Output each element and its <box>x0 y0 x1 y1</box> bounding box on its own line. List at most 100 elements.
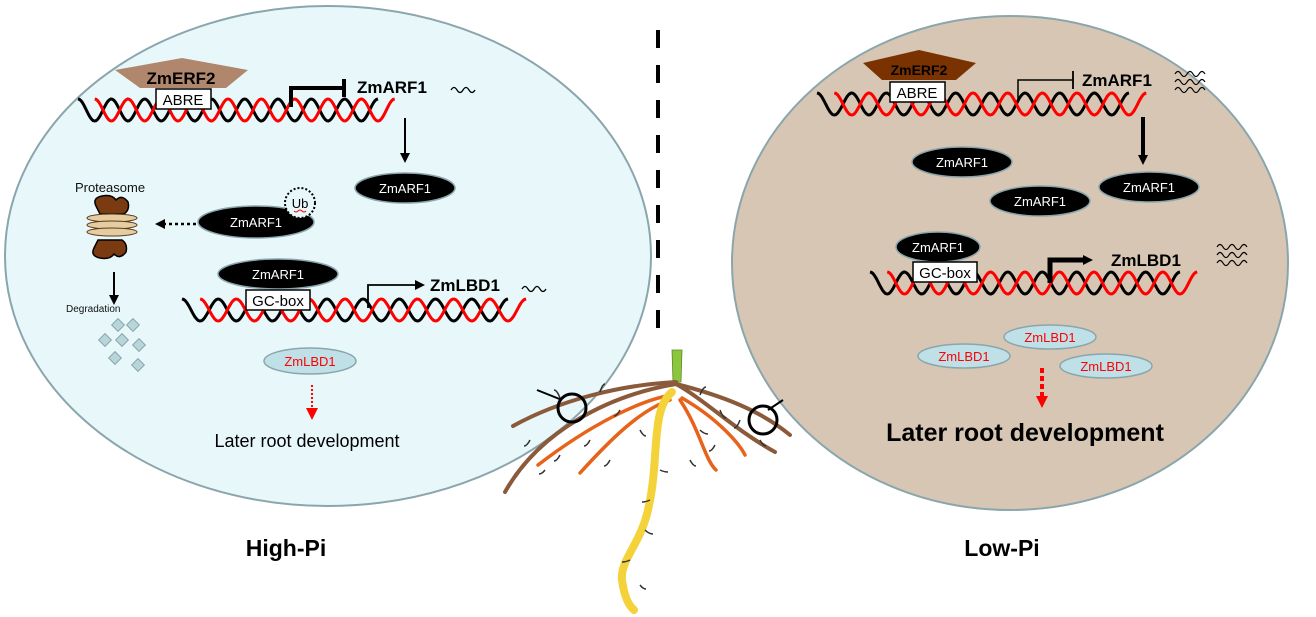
dna-strand-black <box>77 97 379 123</box>
lbd1-protein-label: ZmLBD1 <box>1024 330 1075 345</box>
high-expression-wave-icon <box>1216 243 1248 267</box>
condition-label-low-pi: Low-Pi <box>964 535 1039 561</box>
zoom-circle-left <box>556 392 588 424</box>
low-expression-wave-icon <box>521 285 547 293</box>
outcome-label: Later root development <box>214 431 399 451</box>
protein-fragment <box>131 337 147 353</box>
bound-arf1-protein: ZmARF1 <box>217 258 339 290</box>
protein-fragment <box>130 357 146 373</box>
protein-fragment <box>125 317 141 333</box>
dna-helix-arf1-promoter <box>77 97 396 123</box>
root-hair <box>644 529 654 535</box>
protein-fragment <box>110 317 126 333</box>
proteasome-label: Proteasome <box>75 180 145 195</box>
root-hair <box>659 469 669 473</box>
lbd1-protein: ZmLBD1 <box>917 343 1011 369</box>
erf2-label: ZmERF2 <box>147 69 216 88</box>
abre-label: ABRE <box>897 85 938 102</box>
dna-strand-red <box>199 297 527 323</box>
gcbox-element: GC-box <box>912 261 978 283</box>
proteasome-icon <box>86 194 138 260</box>
high-pi-cell <box>4 5 652 507</box>
zoom-circle-right <box>747 404 779 436</box>
root-hair <box>639 584 647 590</box>
repression-symbol <box>1017 71 1074 100</box>
root-hair <box>639 429 647 437</box>
arf1-gene-label: ZmARF1 <box>357 78 427 97</box>
root-hair <box>583 439 591 447</box>
root-hair <box>613 409 621 417</box>
bound-arf1-protein: ZmARF1 <box>895 231 981 263</box>
repression-symbol <box>289 79 346 107</box>
root-hair <box>553 389 561 399</box>
root-hair <box>538 469 546 475</box>
root-hair <box>733 419 741 429</box>
erf2-transcription-factor: ZmERF2 <box>115 58 248 88</box>
lbd1-gene-label: ZmLBD1 <box>1111 251 1181 270</box>
shoot <box>671 349 683 383</box>
arf1-protein: ZmARF1 <box>989 185 1091 217</box>
erf2-transcription-factor: ZmERF2 <box>863 50 976 80</box>
root-hair <box>759 439 767 447</box>
arf1-protein: ZmARF1 <box>354 172 456 204</box>
gcbox-label: GC-box <box>919 265 971 282</box>
dna-strand-red <box>833 91 1147 117</box>
arf1-gene-label: ZmARF1 <box>1082 71 1152 90</box>
arf1-protein-label: ZmARF1 <box>936 155 988 170</box>
dna-strand-black <box>816 91 1130 117</box>
erf2-label: ZmERF2 <box>891 62 948 78</box>
root-hair <box>621 559 631 563</box>
arf1-protein: ZmARF1 <box>911 146 1013 178</box>
root-hair <box>699 386 707 396</box>
gcbox-element: GC-box <box>245 289 311 311</box>
root-hair <box>699 429 709 435</box>
activation-arrow <box>367 280 425 308</box>
arf1-protein-label: ZmARF1 <box>379 181 431 196</box>
ub-label: Ub <box>292 196 309 211</box>
root-hair <box>603 459 611 467</box>
condition-label-high-pi: High-Pi <box>246 535 327 561</box>
high-expression-wave-icon <box>1174 70 1206 94</box>
dna-strand-red <box>886 270 1198 296</box>
gcbox-label: GC-box <box>252 293 304 310</box>
lbd1-protein-label: ZmLBD1 <box>1080 359 1131 374</box>
lbd1-protein: ZmLBD1 <box>1059 353 1153 379</box>
low-expression-wave-icon <box>450 86 476 94</box>
maize-root-system <box>503 349 792 614</box>
protein-fragment <box>97 332 113 348</box>
low-pi-cell <box>731 15 1289 511</box>
ubiquitinated-arf1-protein: ZmARF1 Ub <box>197 187 316 239</box>
lbd1-protein: ZmLBD1 <box>1003 324 1097 350</box>
root-hairs <box>523 383 767 590</box>
lbd1-gene-label: ZmLBD1 <box>430 276 500 295</box>
ub-arf1-label: ZmARF1 <box>230 215 282 230</box>
degraded-fragments <box>97 317 147 373</box>
root-hair <box>641 499 651 503</box>
arf1-protein-label: ZmARF1 <box>1123 180 1175 195</box>
activation-arrow <box>1047 255 1093 283</box>
dna-strand-black <box>181 297 509 323</box>
low-pi-panel: ZmERF2 ABRE ZmARF1 ZmARF1 ZmARF1 ZmA <box>731 15 1289 561</box>
lbd1-protein: ZmLBD1 <box>263 347 357 375</box>
bound-arf1-label: ZmARF1 <box>252 267 304 282</box>
dna-helix-lbd1-promoter <box>869 270 1198 296</box>
dna-strand-black <box>869 270 1181 296</box>
root-hair <box>599 383 606 393</box>
arf1-protein: ZmARF1 <box>1098 171 1200 203</box>
abre-label: ABRE <box>163 92 204 109</box>
protein-fragment <box>114 332 130 348</box>
lbd1-protein-label: ZmLBD1 <box>938 349 989 364</box>
abre-element: ABRE <box>155 88 212 110</box>
outcome-label: Later root development <box>886 419 1164 447</box>
high-pi-panel: ZmERF2 ABRE ZmARF1 ZmARF1 ZmARF1 Ub <box>4 5 652 561</box>
abre-element: ABRE <box>889 81 946 103</box>
root-hair <box>553 454 561 462</box>
dna-strand-red <box>94 97 396 123</box>
arf1-protein-label: ZmARF1 <box>1014 194 1066 209</box>
root-hair <box>708 444 716 452</box>
lbd1-protein-label: ZmLBD1 <box>284 354 335 369</box>
dna-helix-arf1-promoter <box>816 91 1147 117</box>
root-hair <box>523 439 531 447</box>
protein-fragment <box>107 350 123 366</box>
